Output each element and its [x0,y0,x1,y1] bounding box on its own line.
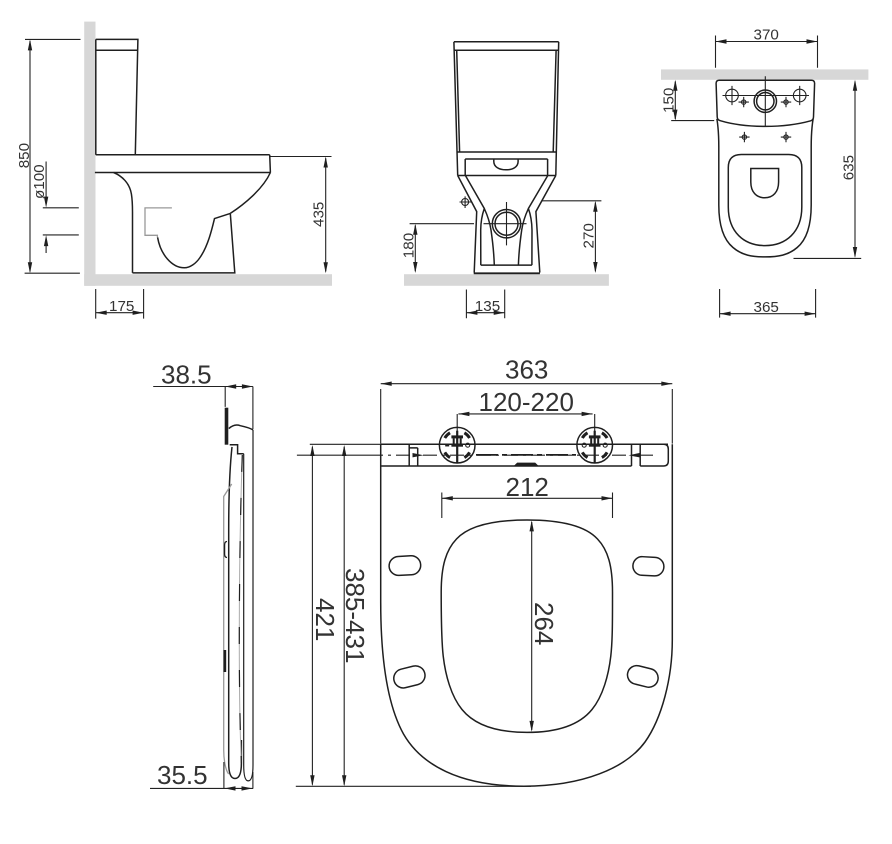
svg-text:ø100: ø100 [31,164,48,199]
svg-text:635: 635 [840,155,857,180]
svg-text:120-220: 120-220 [479,387,574,417]
svg-text:135: 135 [475,298,500,315]
svg-text:421: 421 [310,598,340,641]
svg-text:435: 435 [311,202,328,227]
svg-text:35.5: 35.5 [157,760,208,790]
svg-text:175: 175 [109,298,134,315]
svg-text:363: 363 [505,355,548,385]
svg-text:385-431: 385-431 [340,568,370,663]
svg-text:365: 365 [754,299,779,316]
svg-text:850: 850 [16,143,33,168]
svg-text:264: 264 [529,602,559,645]
svg-text:370: 370 [754,27,779,44]
svg-text:150: 150 [661,88,678,113]
svg-text:38.5: 38.5 [161,360,212,390]
svg-text:270: 270 [581,223,598,248]
svg-text:212: 212 [506,472,549,502]
svg-text:180: 180 [400,233,417,258]
